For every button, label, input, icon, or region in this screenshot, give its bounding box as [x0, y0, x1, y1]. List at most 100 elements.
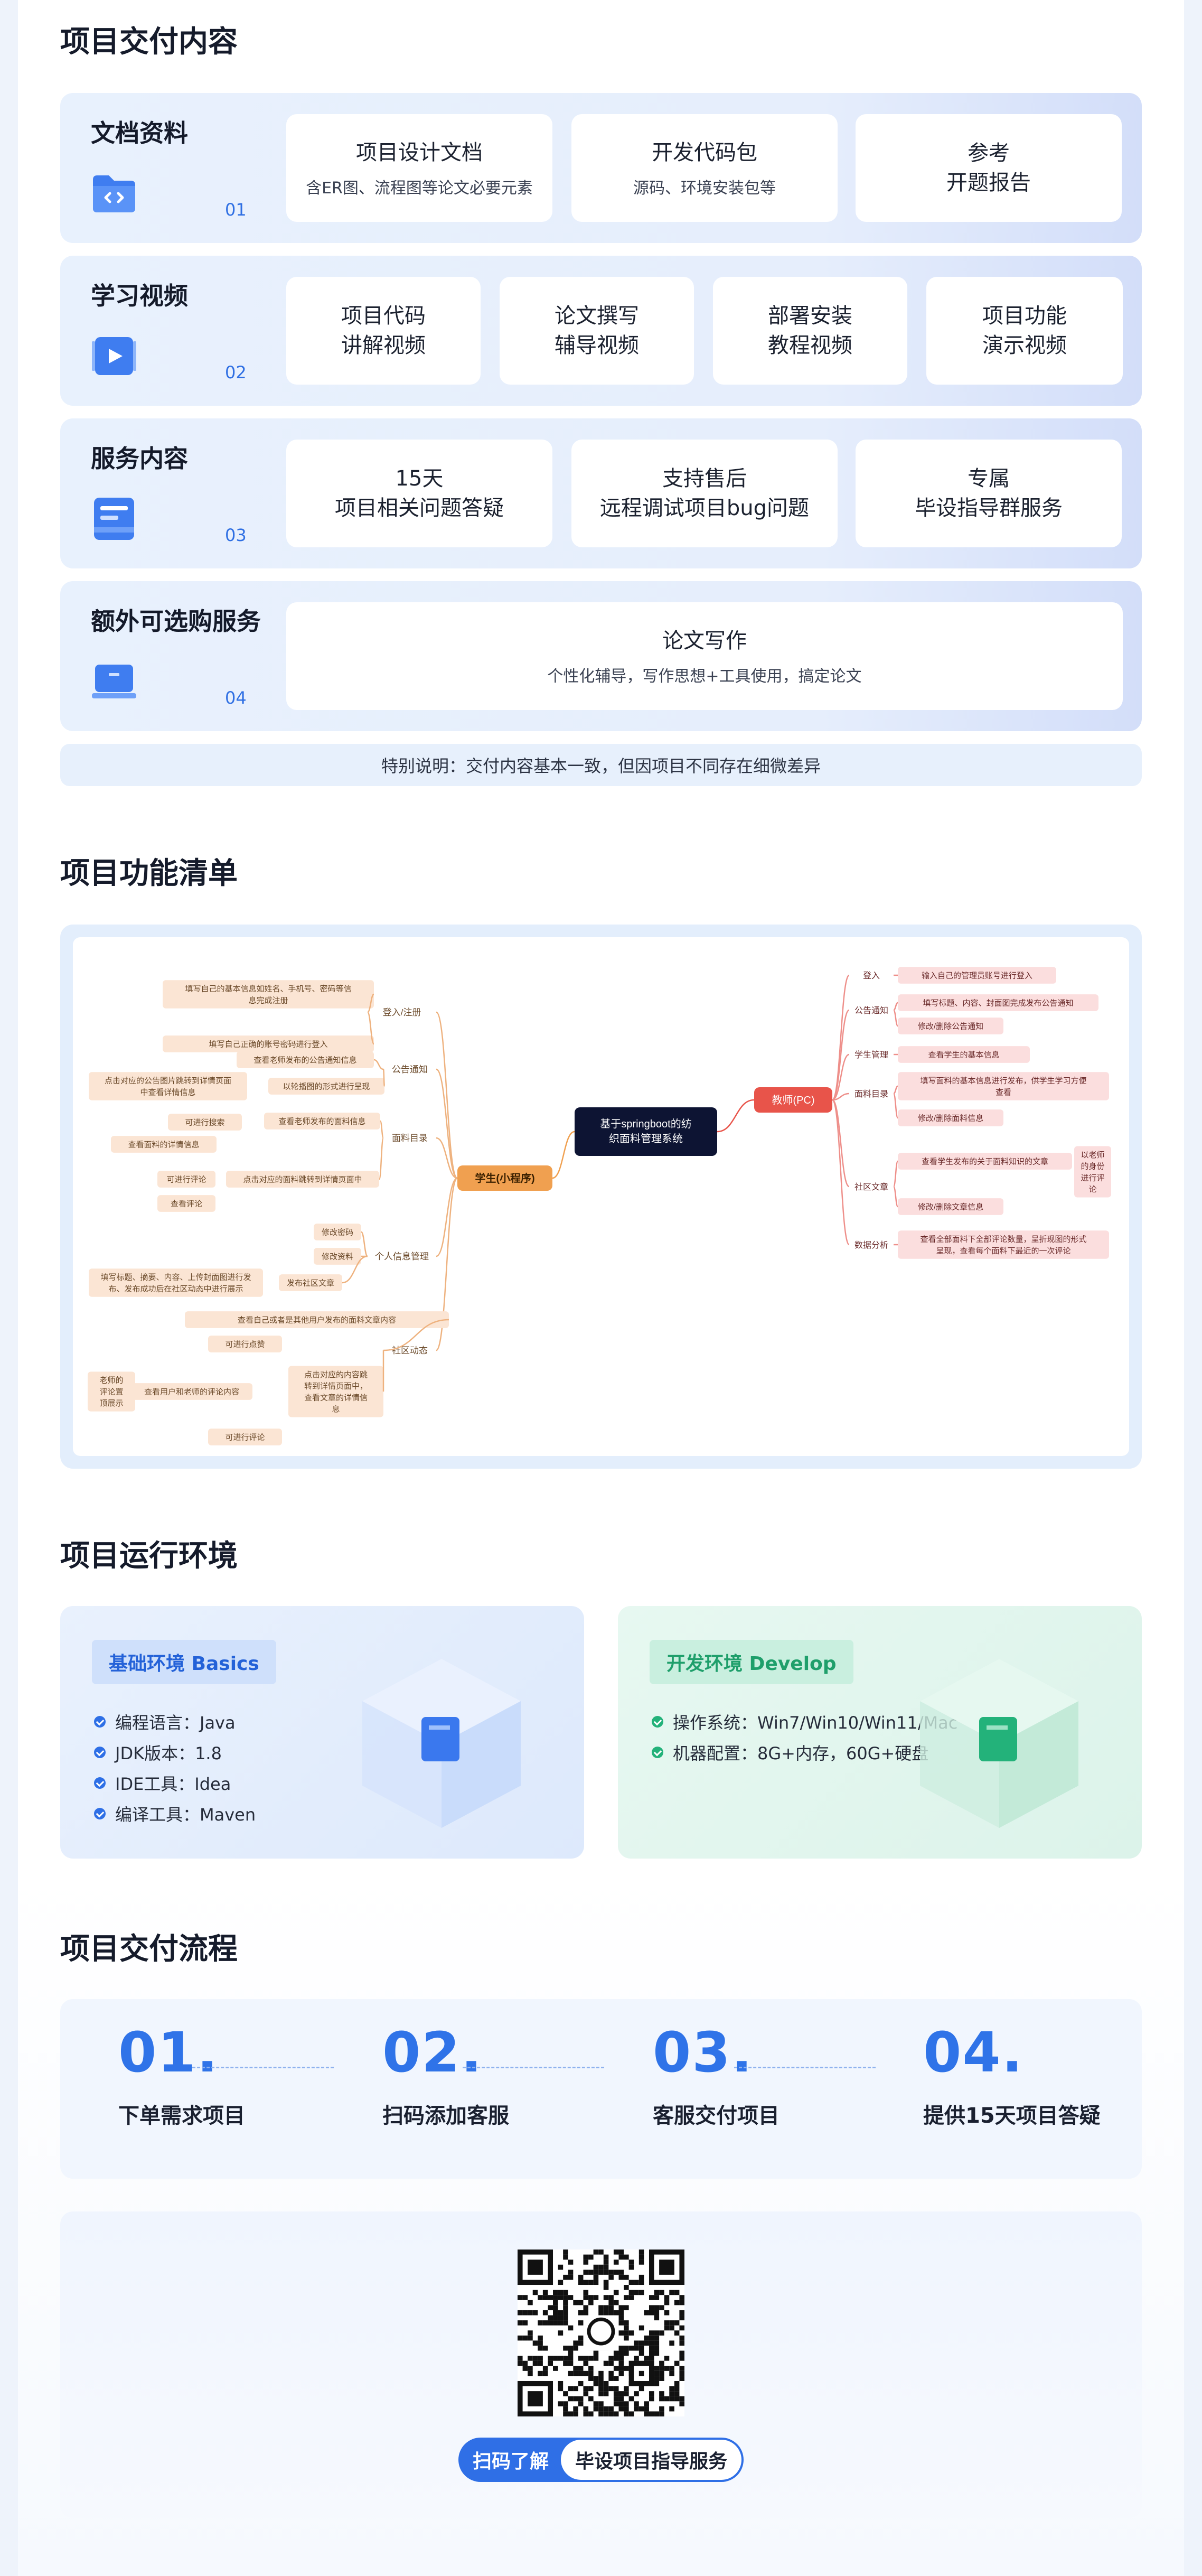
qr-module	[624, 2274, 629, 2280]
mindmap-student-leaf: 查看自己或者是其他用户发布的面料文章内容	[238, 1315, 396, 1324]
qr-module	[518, 2335, 523, 2341]
qr-module	[628, 2260, 634, 2265]
qr-module	[654, 2376, 660, 2381]
env-item: 操作系统：Win7/Win10/Win11/Mac	[652, 1706, 957, 1737]
qr-module	[522, 2335, 528, 2341]
qr-module	[598, 2264, 604, 2270]
qr-module	[638, 2406, 644, 2412]
mindmap-student-detail-box	[89, 1072, 247, 1100]
qr-module	[669, 2406, 674, 2412]
qr-module	[608, 2370, 614, 2376]
qr-module	[563, 2411, 568, 2416]
qr-module	[588, 2254, 594, 2260]
qr-module	[664, 2320, 670, 2326]
qr-code[interactable]	[518, 2250, 684, 2416]
qr-module	[563, 2406, 568, 2412]
mindmap-student: 学生(小程序)	[475, 1172, 534, 1184]
qr-module	[624, 2386, 629, 2392]
mindmap-teacher-branch: 公告通知	[854, 1006, 888, 1015]
qr-module	[528, 2335, 533, 2341]
qr-module	[613, 2250, 619, 2255]
mindmap-student-detail-box	[208, 1336, 282, 1352]
qr-module	[588, 2370, 594, 2376]
env-item: IDE工具：Idea	[94, 1768, 256, 1798]
qr-module	[598, 2386, 604, 2392]
qr-module	[628, 2411, 634, 2416]
qr-module	[624, 2411, 629, 2416]
mindmap-student-branch-box	[368, 1003, 436, 1022]
qr-module	[628, 2345, 634, 2351]
qr-module	[593, 2401, 599, 2406]
step-label: 下单需求项目	[118, 2104, 245, 2128]
qr-module	[618, 2356, 624, 2361]
env-list-dev: 操作系统：Win7/Win10/Win11/Mac 机器配置：8G+内存，60G…	[652, 1706, 957, 1768]
qr-module	[603, 2260, 609, 2265]
qr-module	[538, 2340, 543, 2346]
qr-module	[598, 2370, 604, 2376]
qr-module	[578, 2366, 584, 2371]
qr-module	[618, 2254, 624, 2260]
qr-module	[634, 2280, 639, 2285]
qr-module	[654, 2340, 660, 2346]
qr-module	[624, 2320, 629, 2326]
qr-module	[553, 2310, 558, 2316]
qr-module	[618, 2320, 624, 2326]
qr-module	[563, 2254, 568, 2260]
mindmap-root: 基于springboot的纺织面料管理系统	[600, 1118, 691, 1145]
cube-illustration-icon	[362, 1659, 521, 1828]
qr-module	[634, 2401, 639, 2406]
qr-module	[528, 2356, 533, 2361]
qr-module	[568, 2260, 574, 2265]
mindmap-student-detail: 查看评论	[171, 1199, 202, 1208]
process-steps: 01. 下单需求项目 02. 扫码添加客服 03. 客服交付项目 04. 提供1…	[60, 1999, 1142, 2179]
mindmap-teacher-leaf: 填写标题、内容、封面图完成发布公告通知	[923, 998, 1073, 1007]
env-item-text: 机器配置：8G+内存，60G+硬盘	[673, 1743, 929, 1763]
mindmap-link	[367, 1011, 375, 1045]
mindmap-student-detail: 可进行评论	[166, 1175, 206, 1184]
qr-module	[542, 2320, 548, 2326]
qr-module	[679, 2295, 684, 2300]
mindmap-student-leaf: 填写自己的基本信息如姓名、手机号、密码等信息完成注册	[185, 984, 351, 1005]
qr-module	[588, 2411, 594, 2416]
qr-module	[583, 2260, 589, 2265]
qr-module	[563, 2391, 568, 2396]
qr-module	[649, 2330, 654, 2336]
mindmap-link	[436, 1068, 458, 1179]
mindmap-link	[552, 1131, 575, 1179]
qr-module	[548, 2360, 553, 2366]
mindmap-student-detail: 填写标题、摘要、内容、上传封面图进行发布、发布成功后在社区动态中进行展示	[100, 1273, 251, 1294]
qr-module	[528, 2310, 533, 2316]
qr-module	[679, 2310, 684, 2316]
qr-module	[593, 2264, 599, 2270]
qr-module	[568, 2356, 574, 2361]
qr-module	[573, 2370, 578, 2376]
qr-module	[558, 2320, 564, 2326]
card-subtitle: 个性化辅导，写作思想+工具使用，搞定论文	[547, 667, 862, 686]
qr-module	[679, 2300, 684, 2306]
qr-module	[674, 2290, 680, 2295]
qr-module	[624, 2406, 629, 2412]
mindmap-student-branch: 登入/注册	[383, 1007, 421, 1018]
env-card-basic: 基础环境 Basics 编程语言：Java JDK版本：1.8 IDE工具：Id…	[60, 1606, 584, 1859]
deliverable-number: 01	[225, 200, 247, 220]
qr-module	[583, 2280, 589, 2285]
qr-module	[679, 2376, 684, 2381]
qr-module	[659, 2396, 664, 2402]
mindmap-teacher-leaf: 输入自己的管理员账号进行登入	[922, 971, 1032, 980]
qr-module	[538, 2295, 543, 2300]
qr-module	[558, 2356, 564, 2361]
qr-module	[598, 2391, 604, 2396]
qr-module	[649, 2295, 654, 2300]
qr-module	[538, 2370, 543, 2376]
process-step-4: 04. 提供15天项目答疑	[923, 2020, 1101, 2129]
qr-module	[568, 2396, 574, 2402]
qr-module	[613, 2391, 619, 2396]
qr-module	[553, 2356, 558, 2361]
qr-module	[588, 2396, 594, 2402]
qr-module	[613, 2376, 619, 2381]
mindmap-teacher-leaf-box	[898, 1109, 1003, 1126]
qr-module	[654, 2310, 660, 2316]
env-item: 编译工具：Maven	[94, 1798, 256, 1829]
qr-module	[679, 2401, 684, 2406]
mindmap-student-branch-box	[383, 1341, 436, 1360]
